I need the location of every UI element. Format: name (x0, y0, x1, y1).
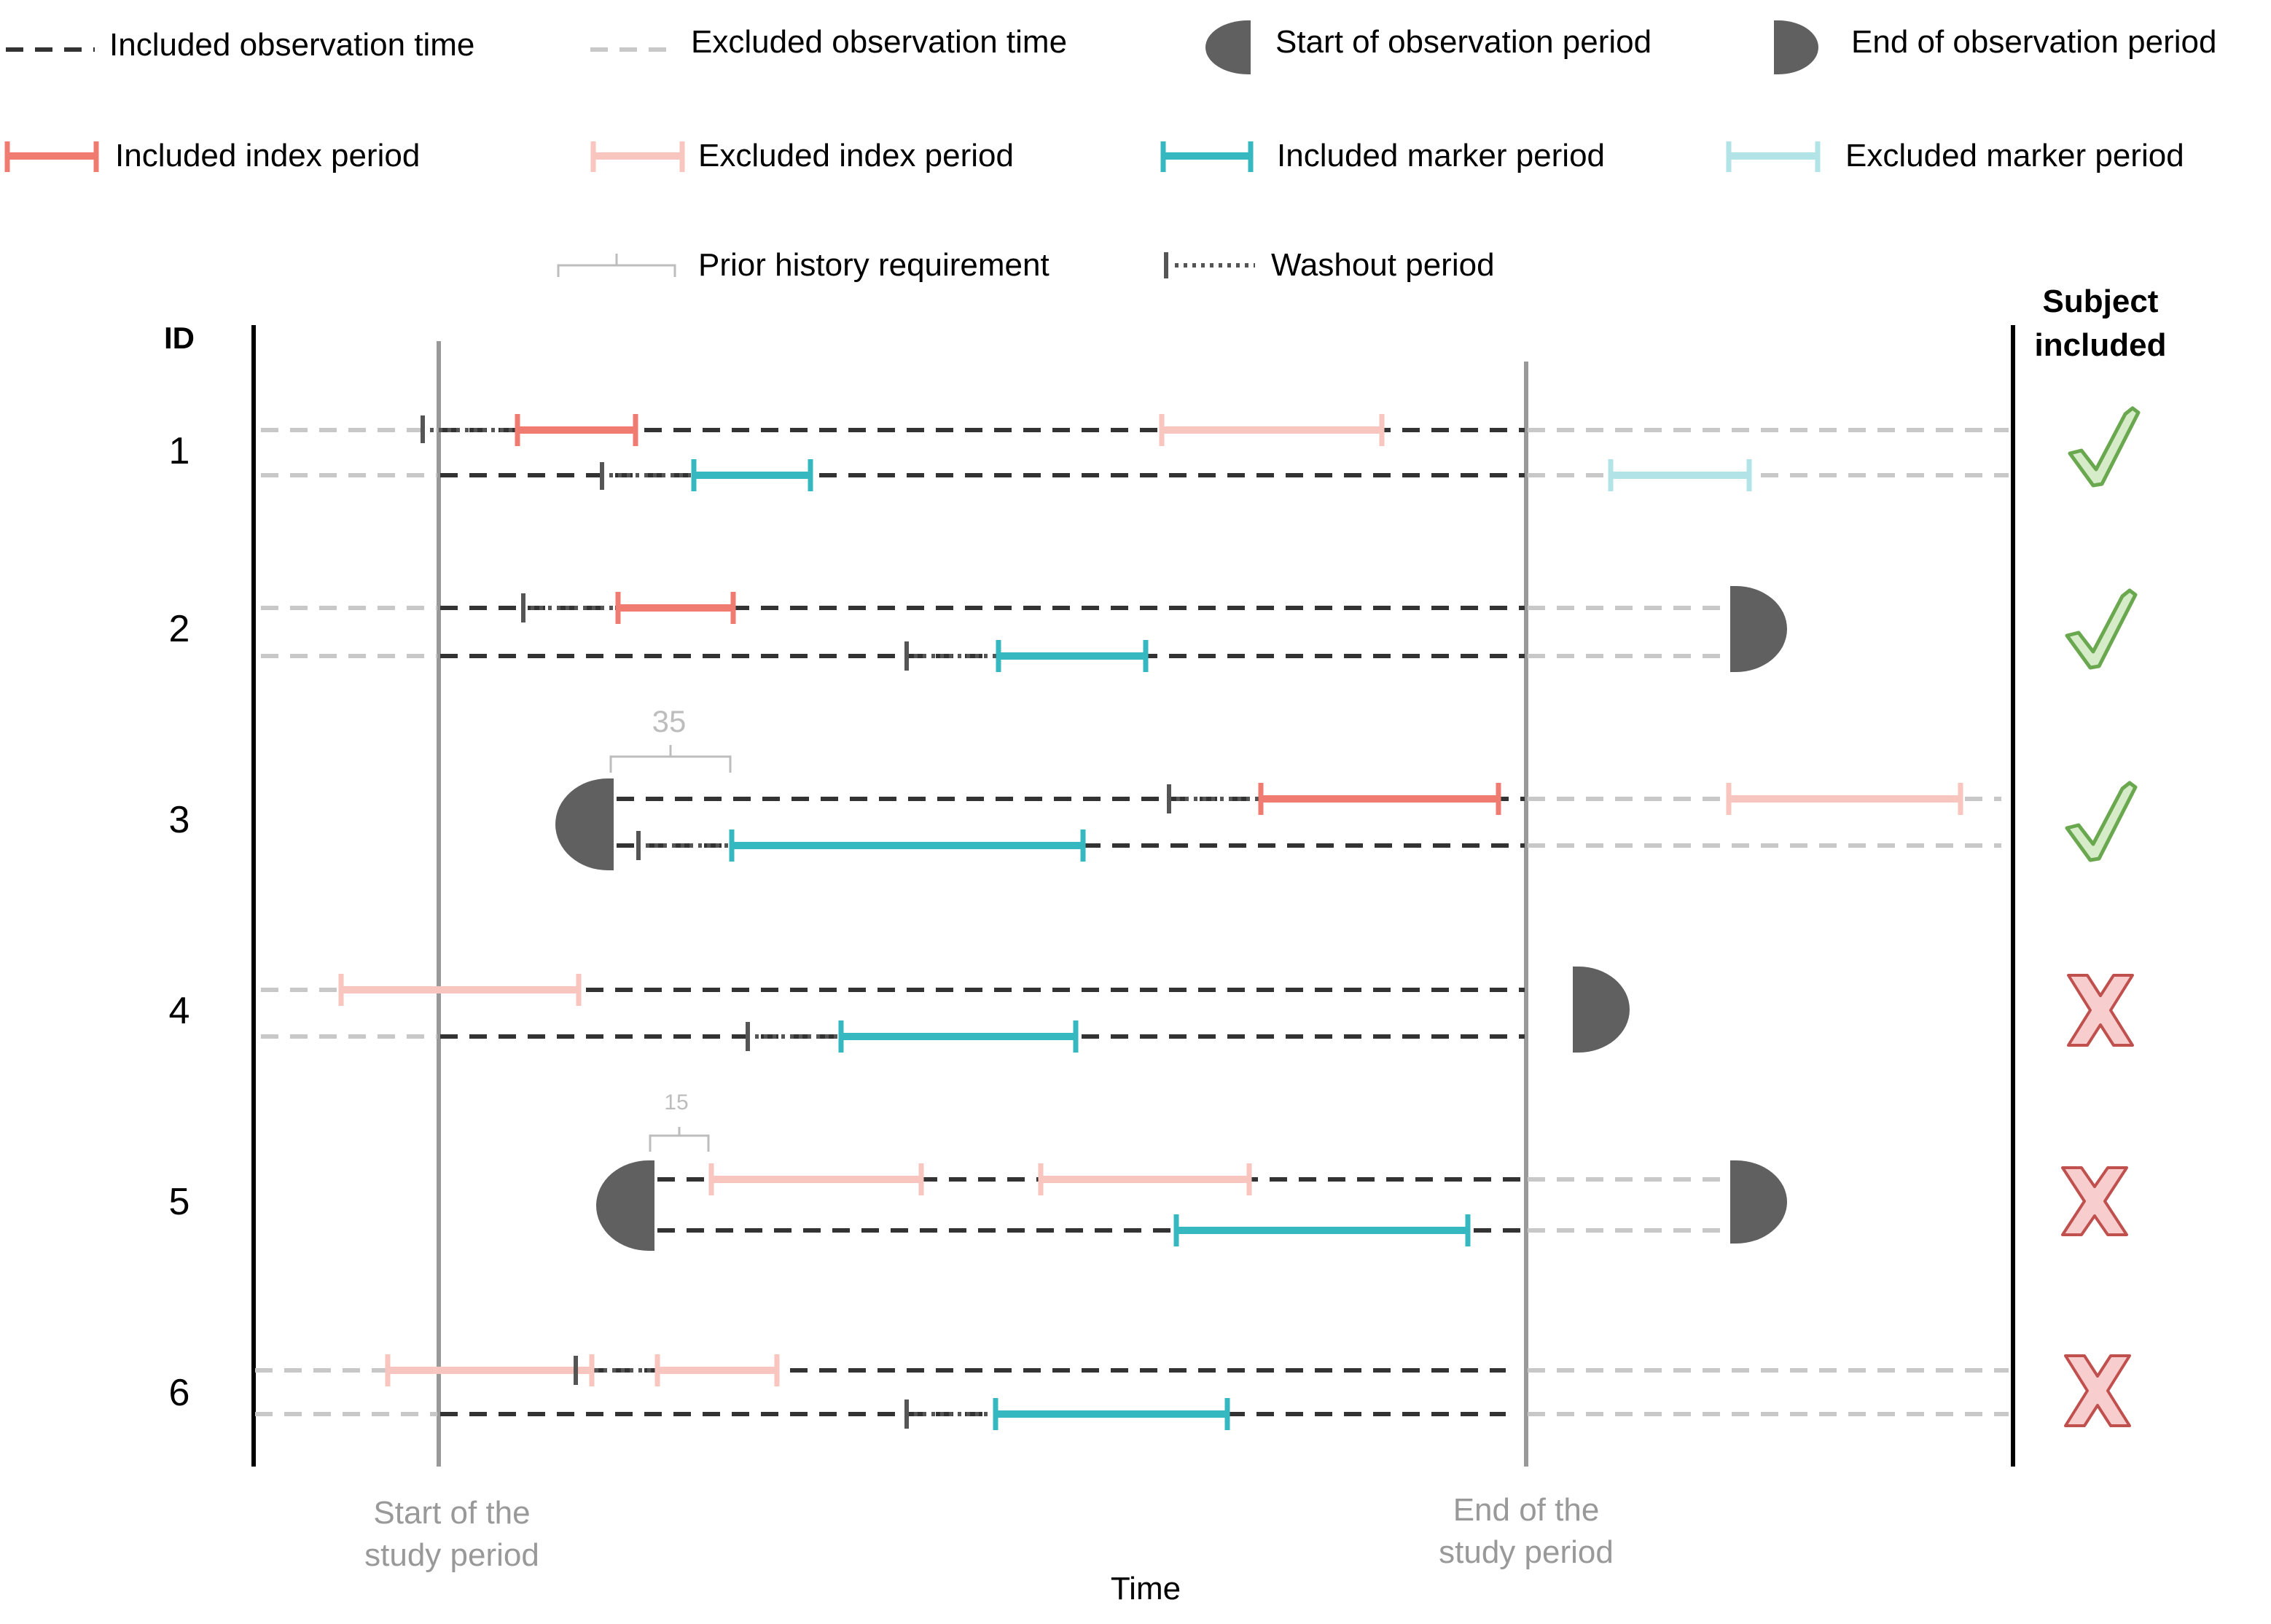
end-observation-shape (1730, 586, 1787, 672)
end-observation-shape (1573, 967, 1630, 1053)
legend-excluded-marker-label: Excluded marker period (1845, 138, 2184, 173)
excluded-index-period (654, 1354, 780, 1386)
row-id-5: 5 (169, 1181, 190, 1223)
subject-3-timeline: 35 (555, 704, 2001, 870)
included-index-period (1258, 783, 1501, 815)
row-id-2: 2 (169, 608, 190, 650)
start-observation-shape (555, 778, 614, 870)
excluded-index-period (1726, 783, 1963, 815)
inclusion-status-column (2061, 406, 2141, 1427)
legend-prior-history-bracket (557, 254, 676, 277)
id-column-header: ID (164, 321, 195, 355)
legend-included-marker-label: Included marker period (1277, 138, 1605, 173)
row-id-3: 3 (169, 799, 190, 841)
prior-history-label: 15 (664, 1090, 688, 1114)
legend-start-observation-label: Start of observation period (1275, 24, 1652, 60)
study-start-label-line2: study period (364, 1537, 539, 1573)
timelines: 35 (255, 414, 2009, 1430)
subject-5-timeline: 15 (596, 1090, 1787, 1251)
included-marker-period (1173, 1214, 1471, 1246)
legend-excluded-index-label: Excluded index period (698, 138, 1014, 173)
legend-start-observation-shape (1205, 20, 1251, 74)
legend-start-observation: Start of observation period (1205, 20, 1652, 74)
legend-excluded-observation-label: Excluded observation time (691, 24, 1067, 60)
check-icon (2068, 406, 2141, 488)
prior-history-bracket: 15 (649, 1090, 710, 1152)
included-marker-period (993, 1398, 1230, 1430)
excluded-index-period (1159, 414, 1385, 446)
excluded-index-period (385, 1354, 595, 1386)
legend-end-observation-label: End of observation period (1851, 24, 2216, 60)
excluded-marker-period (1608, 459, 1752, 491)
legend-excluded-marker: Excluded marker period (1726, 138, 2184, 173)
cross-icon (2067, 974, 2134, 1047)
row-ids: 1 2 3 4 5 6 (169, 430, 190, 1414)
time-axis-label: Time (1111, 1571, 1181, 1607)
excluded-index-period (338, 974, 582, 1006)
prior-history-bracket: 35 (609, 704, 732, 773)
subject-2-timeline (261, 586, 1787, 672)
included-marker-period (729, 829, 1086, 862)
included-marker-period (691, 459, 813, 491)
check-icon (2065, 781, 2138, 862)
legend-included-observation: Included observation time (6, 27, 474, 63)
legend-prior-history-label: Prior history requirement (698, 247, 1049, 283)
row-id-6: 6 (169, 1372, 190, 1414)
excluded-index-period (1038, 1163, 1252, 1195)
legend-washout-label: Washout period (1271, 247, 1495, 283)
subject-1-timeline (261, 414, 2009, 491)
included-index-period (515, 414, 638, 446)
legend-end-observation-shape (1774, 20, 1818, 74)
study-start-label-line1: Start of the (373, 1495, 530, 1531)
study-end-label-line2: study period (1439, 1534, 1614, 1570)
check-icon (2065, 588, 2138, 670)
legend-excluded-observation: Excluded observation time (590, 24, 1067, 60)
legend-washout: Washout period (1164, 247, 1495, 283)
prior-history-label: 35 (652, 704, 687, 738)
end-observation-shape (1730, 1160, 1787, 1244)
legend-prior-history: Prior history requirement (557, 247, 1049, 283)
start-observation-shape (596, 1160, 654, 1251)
legend-end-observation: End of observation period (1774, 20, 2216, 74)
subject-included-header-line2: included (2035, 327, 2167, 363)
cross-icon (2064, 1354, 2131, 1427)
excluded-index-period (708, 1163, 924, 1195)
subject-6-timeline (255, 1354, 2009, 1430)
legend-excluded-index: Excluded index period (590, 138, 1014, 173)
row-id-1: 1 (169, 430, 190, 472)
study-end-label-line1: End of the (1453, 1492, 1600, 1528)
subject-4-timeline (261, 967, 1630, 1053)
included-marker-period (996, 640, 1149, 672)
included-index-period (615, 592, 736, 624)
row-id-4: 4 (169, 990, 190, 1032)
legend-included-marker: Included marker period (1160, 138, 1605, 173)
legend-included-index-label: Included index period (115, 138, 420, 173)
included-marker-period (838, 1020, 1079, 1053)
subject-included-header-line1: Subject (2043, 284, 2159, 319)
legend-included-observation-label: Included observation time (109, 27, 474, 63)
cross-icon (2061, 1166, 2128, 1236)
legend: Included observation time Excluded obser… (4, 20, 2216, 283)
legend-included-index: Included index period (4, 138, 420, 173)
